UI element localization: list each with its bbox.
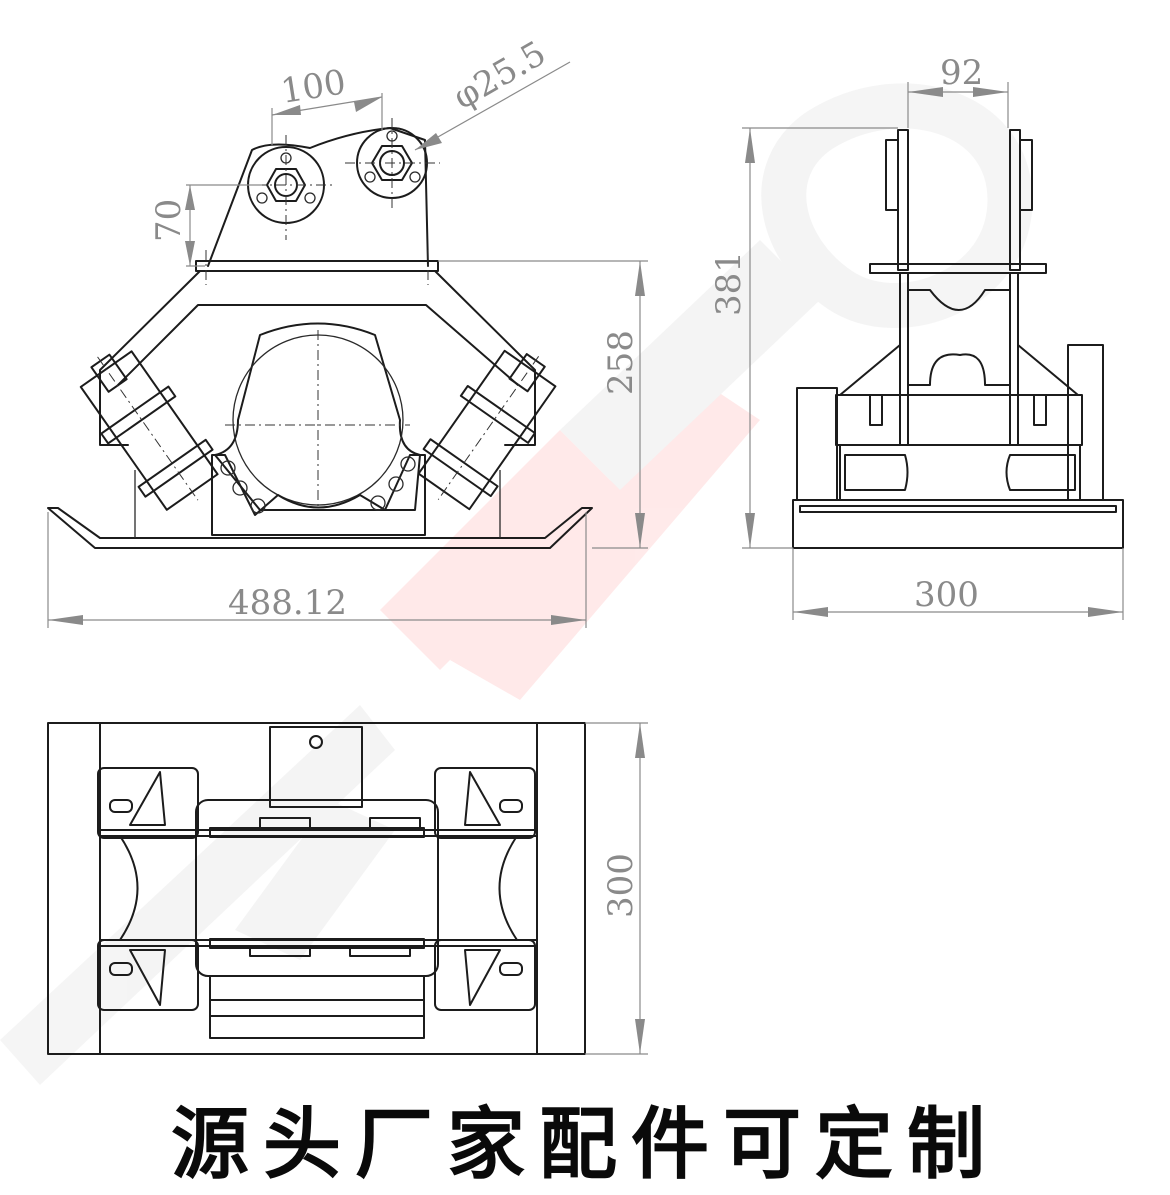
dim-plan-width: 300 xyxy=(601,853,641,918)
caption-banner: 源头厂家配件可定制 xyxy=(170,1100,999,1190)
dim-pin-height: 70 xyxy=(149,199,189,242)
plan-view xyxy=(47,722,586,1055)
dim-side-top-width: 92 xyxy=(940,53,983,93)
front-view xyxy=(47,118,593,549)
dimension-lines xyxy=(47,61,1124,1055)
watermark xyxy=(0,83,1033,1085)
dim-pin-diameter: φ25.5 xyxy=(447,33,553,117)
side-view xyxy=(792,129,1124,549)
dim-body-height: 258 xyxy=(601,330,641,395)
dim-side-base-width: 300 xyxy=(914,575,979,615)
dim-total-length: 488.12 xyxy=(228,583,347,623)
dim-total-height: 381 xyxy=(709,251,749,316)
